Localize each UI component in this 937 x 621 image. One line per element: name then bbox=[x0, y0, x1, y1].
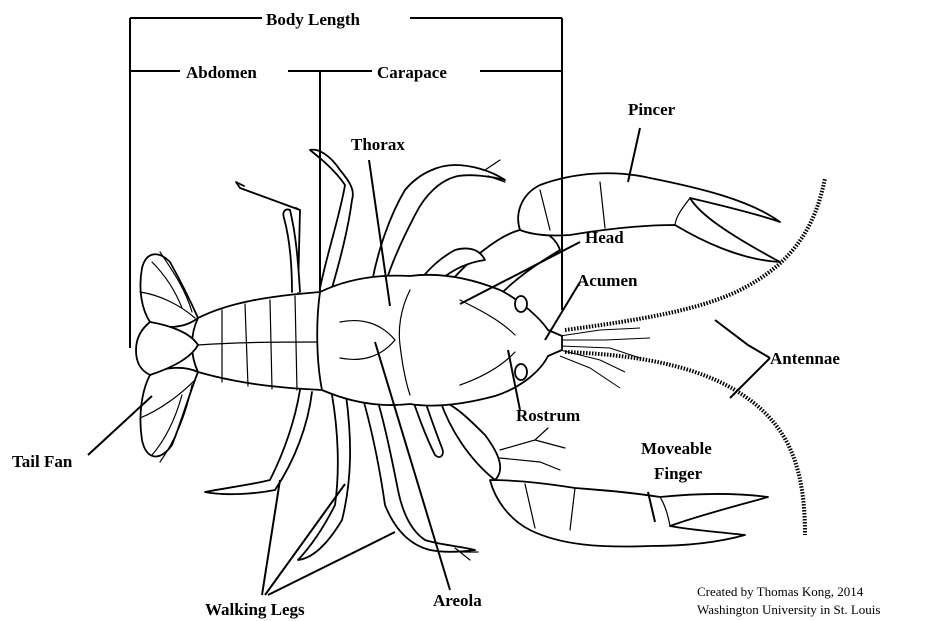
label-areola: Areola bbox=[433, 591, 482, 610]
crayfish-illustration bbox=[136, 150, 825, 560]
label-tail-fan: Tail Fan bbox=[12, 452, 73, 471]
label-abdomen: Abdomen bbox=[186, 63, 257, 82]
label-pincer: Pincer bbox=[628, 100, 676, 119]
label-thorax: Thorax bbox=[351, 135, 405, 154]
label-body-length: Body Length bbox=[266, 10, 361, 29]
tail-fan bbox=[136, 252, 198, 462]
label-acumen: Acumen bbox=[577, 271, 638, 290]
lower-claw bbox=[440, 400, 768, 547]
lower-legs bbox=[205, 390, 478, 560]
label-carapace: Carapace bbox=[377, 63, 447, 82]
label-walking-legs: Walking Legs bbox=[205, 600, 305, 619]
abdomen-body bbox=[192, 292, 322, 390]
label-moveable: Moveable bbox=[641, 439, 712, 458]
label-antennae: Antennae bbox=[770, 349, 840, 368]
credit-line-2: Washington University in St. Louis bbox=[697, 602, 880, 617]
label-head: Head bbox=[585, 228, 624, 247]
label-finger: Finger bbox=[654, 464, 703, 483]
credit-line-1: Created by Thomas Kong, 2014 bbox=[697, 584, 864, 599]
label-rostrum: Rostrum bbox=[516, 406, 580, 425]
carapace-body bbox=[317, 275, 562, 406]
